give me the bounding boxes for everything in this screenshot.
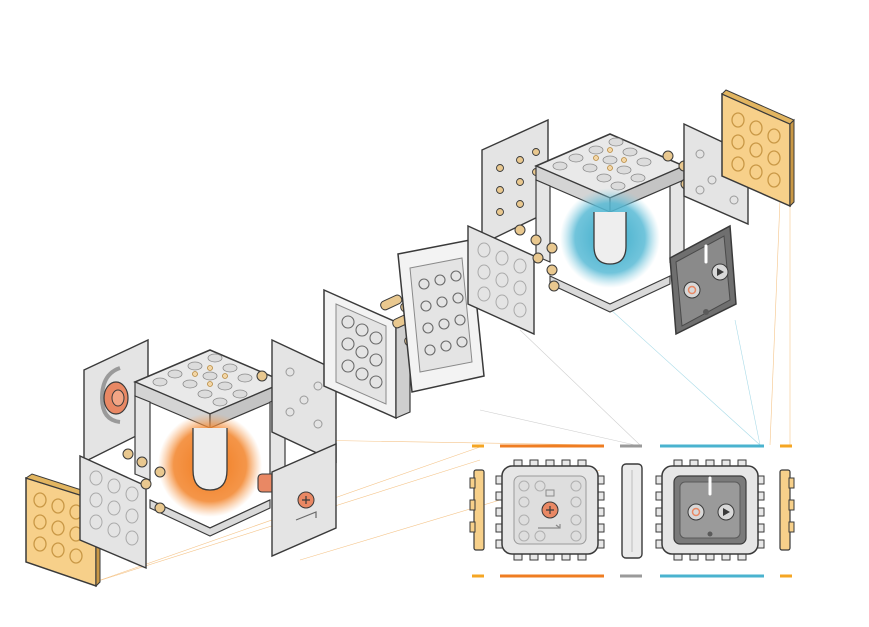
right-cube-assembly <box>467 89 795 336</box>
wood-plate-right <box>721 89 795 208</box>
lever-icon <box>295 511 317 521</box>
power-icon <box>683 281 701 299</box>
orthographic-legend <box>469 444 795 578</box>
right-cube-body <box>534 133 686 313</box>
left-front-right-panel <box>271 442 337 558</box>
legend-orange-module <box>495 459 605 561</box>
connector-panel-left <box>323 288 411 420</box>
right-front-left-panel <box>467 224 535 336</box>
legend-connector <box>621 463 643 559</box>
legend-power-icon <box>687 503 705 521</box>
legend-wood-right <box>779 469 795 551</box>
legend-lever-icon <box>538 524 561 529</box>
legend-wood-left <box>469 469 485 551</box>
legend-blue-module <box>655 459 765 561</box>
control-panel <box>669 224 737 336</box>
leader-lines <box>94 199 791 583</box>
connector-panel-right <box>397 239 485 393</box>
left-back-panel <box>83 338 149 464</box>
left-cube-assembly <box>79 338 337 570</box>
left-side-panel <box>79 454 147 570</box>
